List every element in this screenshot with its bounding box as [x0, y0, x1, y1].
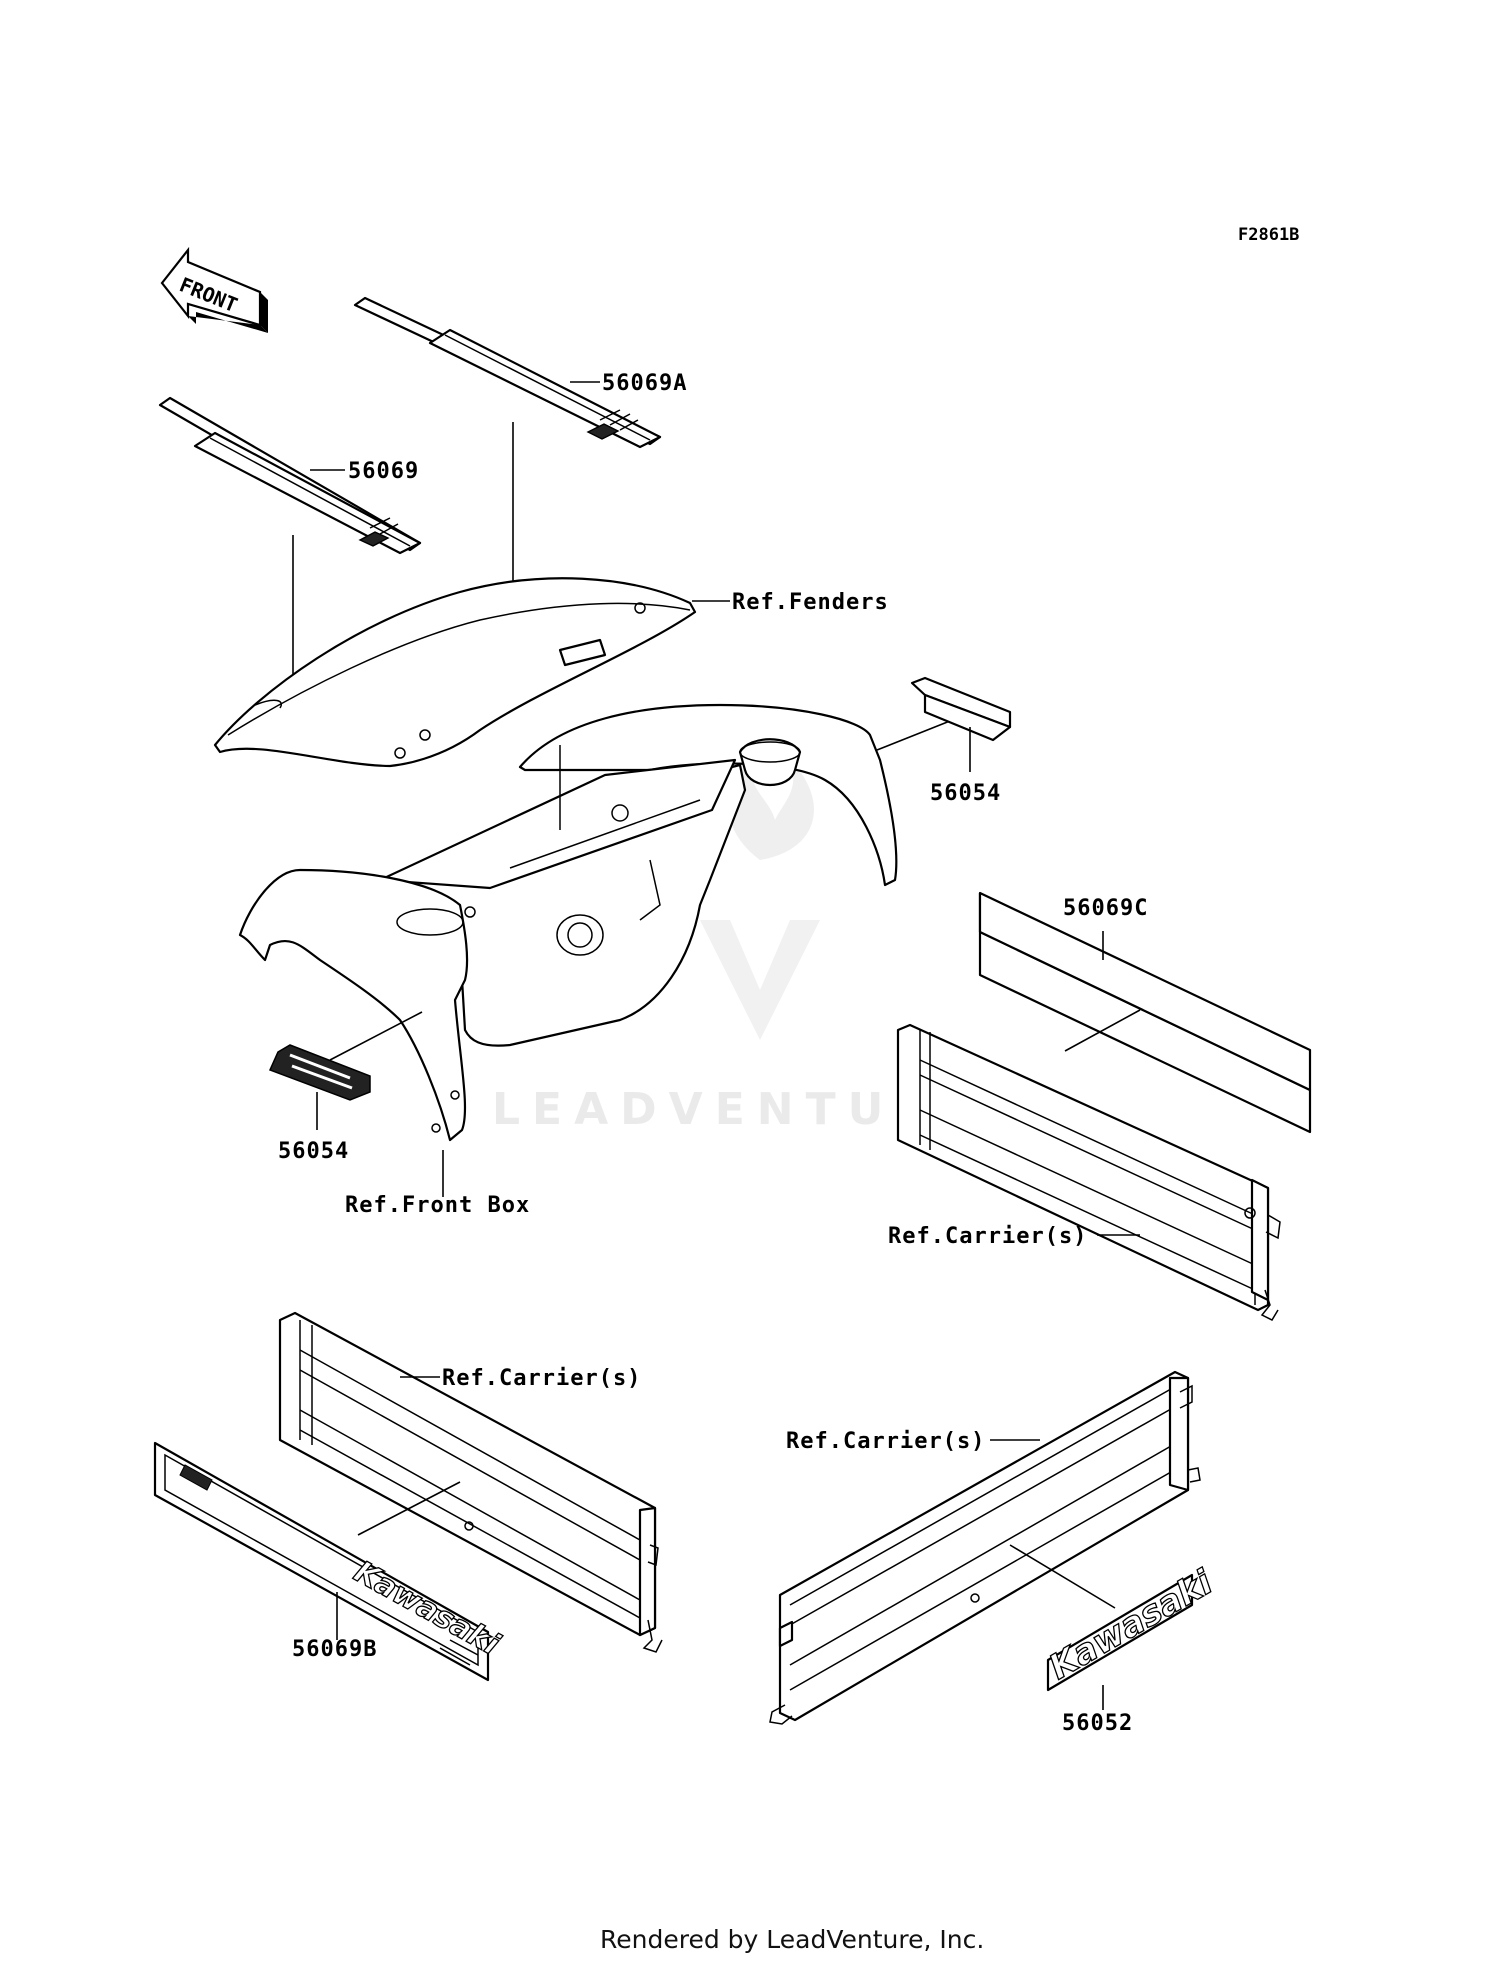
- carrier-panel-right: [896, 1023, 1281, 1321]
- label-ref-carrier-right: Ref.Carrier(s): [888, 1224, 1087, 1249]
- label-56054-left: 56054: [278, 1139, 349, 1164]
- footer-text: Rendered by LeadVenture, Inc.: [600, 1925, 984, 1954]
- front-arrow-icon: FRONT: [160, 246, 268, 333]
- label-ref-carrier-left: Ref.Carrier(s): [442, 1366, 641, 1391]
- label-ref-front-box: Ref.Front Box: [345, 1193, 530, 1218]
- carrier-panel-bottom: [769, 1370, 1201, 1725]
- decal-56069: [158, 396, 422, 555]
- decal-56054-left: [268, 1044, 371, 1101]
- label-56069B: 56069B: [292, 1637, 377, 1662]
- label-56069: 56069: [348, 459, 419, 484]
- label-56054-top: 56054: [930, 781, 1001, 806]
- fender-panel: [213, 577, 697, 768]
- leader-56054-top: [876, 716, 961, 751]
- diagram-code: F2861B: [1238, 225, 1299, 245]
- watermark: LEADVENTURE: [492, 760, 983, 1135]
- leader-56052-to-panel: [1009, 1544, 1116, 1609]
- leader-56069B-to-panel: [357, 1481, 461, 1536]
- leader-56054-left: [329, 1011, 423, 1061]
- decal-56054-top: [910, 676, 1012, 742]
- leader-56069C-to-panel: [1064, 1009, 1141, 1052]
- decal-56069C: [978, 891, 1312, 1134]
- label-ref-fenders: Ref.Fenders: [732, 590, 889, 615]
- label-ref-carrier-bottom: Ref.Carrier(s): [786, 1429, 985, 1454]
- label-56069A: 56069A: [602, 371, 687, 396]
- carrier-panel-left: [278, 1311, 663, 1653]
- front-box: [238, 703, 898, 1142]
- decal-56069A: [353, 296, 662, 449]
- label-56052: 56052: [1062, 1711, 1133, 1736]
- label-56069C: 56069C: [1063, 896, 1148, 921]
- watermark-text: LEADVENTURE: [492, 1084, 983, 1135]
